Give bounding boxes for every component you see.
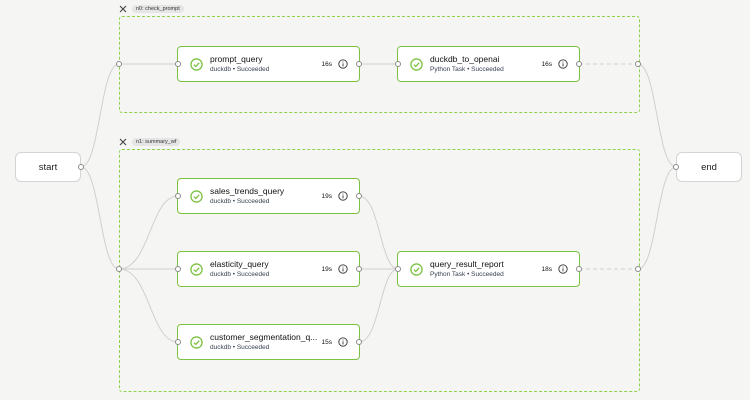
task-duration: 15s: [321, 338, 332, 346]
task-node-elasticity-query[interactable]: elasticity_query duckdb • Succeeded 19s: [177, 251, 360, 287]
group-input-port[interactable]: [116, 61, 122, 67]
task-output-port[interactable]: [576, 266, 582, 272]
info-icon[interactable]: [338, 337, 348, 347]
task-subtitle: duckdb • Succeeded: [210, 66, 270, 73]
task-duration: 19s: [321, 192, 332, 200]
group-header-check-prompt: n0: check_prompt: [118, 4, 184, 14]
task-name: prompt_query: [210, 54, 263, 64]
group-header-summary-wf: n1: summary_wf: [118, 137, 181, 147]
task-duration: 18s: [541, 265, 552, 273]
check-circle-icon: [190, 335, 203, 349]
task-input-port[interactable]: [395, 266, 401, 272]
task-output-port[interactable]: [576, 61, 582, 67]
task-input-port[interactable]: [175, 61, 181, 67]
close-icon[interactable]: [118, 4, 128, 14]
task-name: duckdb_to_openai: [430, 54, 500, 64]
info-icon[interactable]: [558, 59, 568, 69]
task-name: query_result_report: [430, 259, 504, 269]
info-icon[interactable]: [338, 264, 348, 274]
group-output-port[interactable]: [635, 61, 641, 67]
task-subtitle: duckdb • Succeeded: [210, 198, 270, 205]
task-input-port[interactable]: [175, 339, 181, 345]
check-circle-icon: [410, 57, 423, 71]
info-icon[interactable]: [558, 264, 568, 274]
group-input-port[interactable]: [116, 266, 122, 272]
check-circle-icon: [410, 262, 423, 276]
task-node-customer-segmentation-query[interactable]: customer_segmentation_q... duckdb • Succ…: [177, 324, 360, 360]
task-duration: 16s: [541, 60, 552, 68]
close-icon[interactable]: [118, 137, 128, 147]
end-label: end: [701, 161, 717, 173]
task-name: sales_trends_query: [210, 186, 285, 196]
task-node-prompt-query[interactable]: prompt_query duckdb • Succeeded 16s: [177, 46, 360, 82]
task-output-port[interactable]: [356, 339, 362, 345]
info-icon[interactable]: [338, 191, 348, 201]
task-name: customer_segmentation_q...: [210, 332, 318, 342]
check-circle-icon: [190, 262, 203, 276]
check-circle-icon: [190, 57, 203, 71]
start-node[interactable]: start: [15, 152, 81, 182]
task-node-query-result-report[interactable]: query_result_report Python Task • Succee…: [397, 251, 580, 287]
check-circle-icon: [190, 189, 203, 203]
group-label: n0: check_prompt: [132, 5, 184, 13]
group-output-port[interactable]: [635, 266, 641, 272]
end-input-port[interactable]: [673, 164, 679, 170]
task-duration: 19s: [321, 265, 332, 273]
start-label: start: [38, 161, 58, 173]
task-input-port[interactable]: [175, 266, 181, 272]
task-subtitle: duckdb • Succeeded: [210, 271, 270, 278]
task-node-duckdb-to-openai[interactable]: duckdb_to_openai Python Task • Succeeded…: [397, 46, 580, 82]
task-input-port[interactable]: [395, 61, 401, 67]
task-subtitle: Python Task • Succeeded: [430, 66, 504, 73]
end-node[interactable]: end: [676, 152, 742, 182]
start-output-port[interactable]: [78, 164, 84, 170]
task-input-port[interactable]: [175, 193, 181, 199]
group-label: n1: summary_wf: [132, 138, 181, 146]
task-subtitle: duckdb • Succeeded: [210, 344, 270, 351]
task-output-port[interactable]: [356, 193, 362, 199]
task-name: elasticity_query: [210, 259, 269, 269]
task-duration: 16s: [321, 60, 332, 68]
task-node-sales-trends-query[interactable]: sales_trends_query duckdb • Succeeded 19…: [177, 178, 360, 214]
task-subtitle: Python Task • Succeeded: [430, 271, 504, 278]
task-output-port[interactable]: [356, 61, 362, 67]
task-output-port[interactable]: [356, 266, 362, 272]
info-icon[interactable]: [338, 59, 348, 69]
